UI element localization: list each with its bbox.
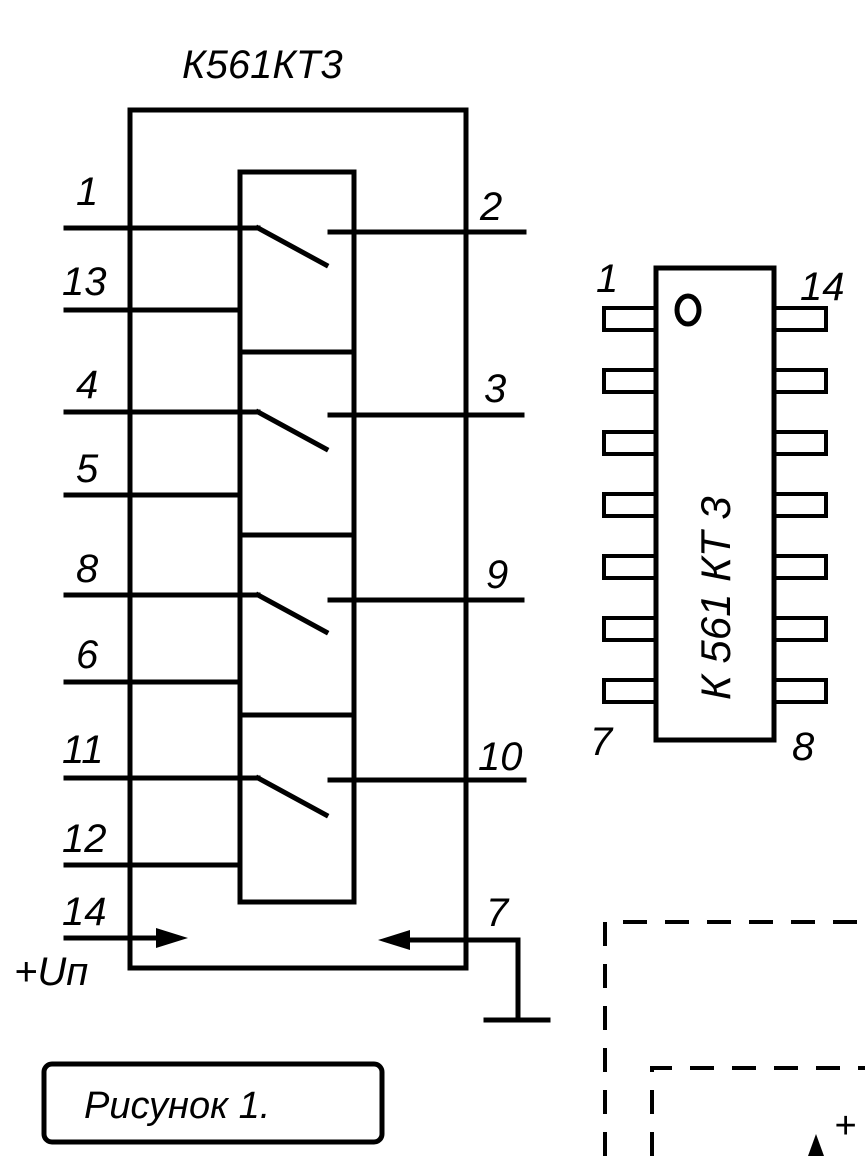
pin-label-10: 10	[478, 735, 523, 779]
pin-label-14: 14	[62, 890, 107, 934]
caption-frame	[41, 1061, 385, 1145]
pin-label-12: 12	[62, 817, 107, 861]
package-pin-label-14: 14	[800, 265, 845, 309]
switch-3-contact	[254, 591, 330, 636]
package-pin	[602, 616, 658, 642]
pin-label-2: 2	[479, 185, 502, 229]
supply-arrow-icon	[156, 928, 188, 948]
package-pin	[602, 368, 658, 394]
dashed-outline-outer	[603, 920, 865, 1156]
dip-package: К 561 КТ 3 1 14 7 8	[590, 257, 845, 769]
switch-1-contact	[254, 224, 330, 269]
package-pin	[772, 492, 828, 518]
supply-pin	[63, 928, 188, 948]
ground-pin	[378, 930, 551, 1023]
package-pin	[602, 492, 658, 518]
package-pin	[772, 306, 828, 332]
package-pins-left	[602, 306, 658, 704]
component-mark-icon	[808, 1134, 824, 1156]
switch-2-contact	[254, 408, 330, 453]
figure-caption: Рисунок 1.	[41, 1061, 385, 1145]
package-pin	[772, 368, 828, 394]
switch-2	[63, 408, 525, 498]
switch-4-contact	[254, 774, 330, 819]
switch-stack	[237, 169, 357, 905]
switch-3	[63, 591, 525, 685]
package-pin	[602, 430, 658, 456]
pin-label-11: 11	[62, 728, 104, 772]
switch-1	[63, 224, 527, 313]
package-pin	[602, 306, 658, 332]
chip-title: К561КТ3	[182, 43, 343, 87]
caption-text: Рисунок 1.	[84, 1085, 270, 1127]
pin-label-7: 7	[486, 891, 510, 935]
package-pin	[602, 678, 658, 704]
pin-label-6: 6	[76, 633, 99, 677]
pin-label-4: 4	[76, 363, 98, 407]
dashed-fragment: +	[603, 920, 865, 1156]
package-pin	[772, 616, 828, 642]
package-pin	[772, 430, 828, 456]
pin-label-3: 3	[484, 367, 506, 411]
pin-label-8: 8	[76, 547, 99, 591]
pin-label-5: 5	[76, 447, 99, 491]
package-pin-label-1: 1	[596, 257, 618, 301]
package-pin	[772, 554, 828, 580]
package-pin-label-7: 7	[590, 720, 614, 764]
ground-arrow-icon	[378, 930, 410, 950]
switch-4	[63, 774, 527, 868]
chip-body	[127, 107, 469, 971]
package-pins-right	[772, 306, 828, 704]
fragment-plus-label: +	[834, 1105, 856, 1147]
pin-label-1: 1	[76, 170, 98, 214]
package-pin-label-8: 8	[792, 725, 815, 769]
pin-label-13: 13	[62, 260, 107, 304]
dashed-outline-inner	[650, 1066, 865, 1156]
package-pin	[772, 678, 828, 704]
pin-1-key-icon	[674, 293, 702, 327]
package-marking: К 561 КТ 3	[692, 496, 739, 700]
supply-voltage-label: +Uп	[14, 950, 88, 994]
package-pin	[602, 554, 658, 580]
pin-label-9: 9	[486, 553, 508, 597]
